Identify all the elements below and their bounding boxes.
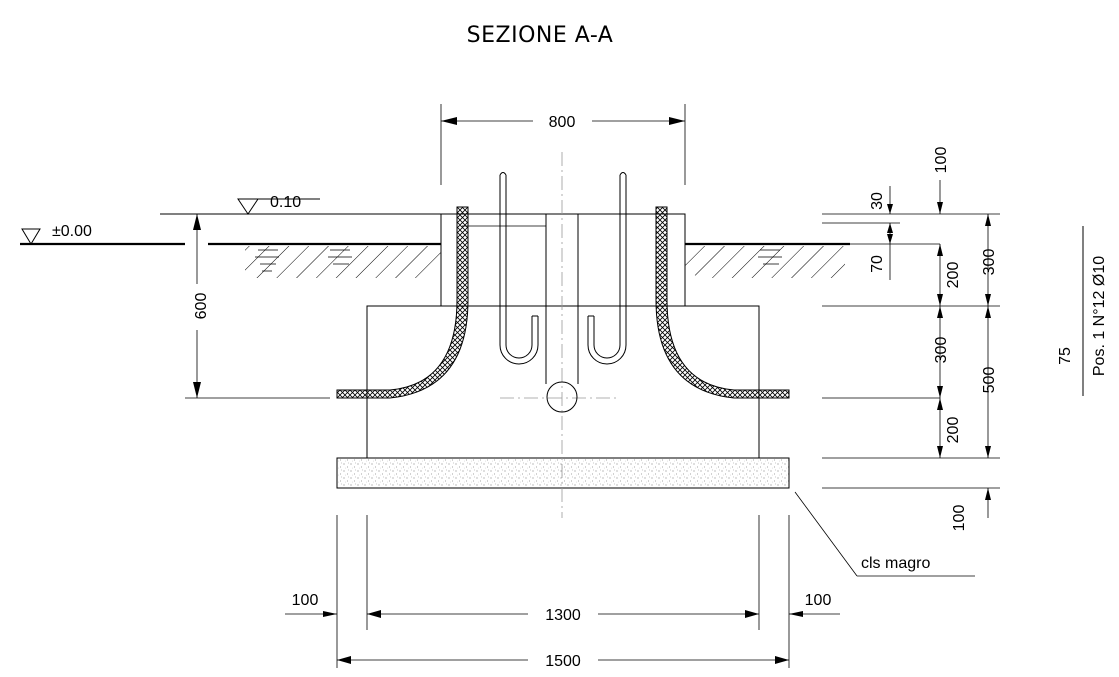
dim-500-label: 500 [981,367,998,394]
level-top: 0.10 [160,194,441,215]
dim-column-middle: 100 200 300 200 [933,147,962,458]
dim-1500-label: 1500 [545,653,581,670]
dim-600-label: 600 [193,293,210,320]
level-top-label: 0.10 [270,194,301,211]
conduit-right [655,206,790,399]
dim-300-middle-label: 300 [933,337,950,364]
anchor-bolt-left [499,172,539,365]
dim-top-800: 800 [440,104,686,185]
dim-1300-label: 1300 [545,607,581,624]
level-ground-label: ±0.00 [52,223,92,240]
dim-100-top-label: 100 [933,147,950,174]
dim-100-right-label: 100 [805,592,832,609]
dim-30-label: 30 [869,192,886,210]
dim-800-label: 800 [549,114,576,131]
dim-100-bottom-label: 100 [951,505,968,532]
conduit-left [336,206,469,399]
dim-left-600: 600 [185,214,330,399]
drawing-title: SEZIONE A-A [467,23,614,48]
soil-hatching [245,246,845,278]
dim-200-upper-label: 200 [945,262,962,289]
right-extension-lines [822,213,1000,489]
concrete-structure [336,213,790,489]
rebar-position-label: Pos. 1 N°12 Ø10 [1091,256,1108,376]
duct-sleeve [462,214,579,413]
dim-bottom: 100 1300 100 1500 [285,515,840,670]
dim-100-left-label: 100 [292,592,319,609]
center-axis [500,152,620,518]
rebar-note: 75 Pos. 1 N°12 Ø10 [1057,226,1108,396]
pedestal [440,213,686,307]
lean-concrete-leader: cls magro [794,491,975,577]
dim-column-right: 300 500 100 [951,214,998,531]
lean-concrete-layer [336,457,790,489]
rebar-count-label: 75 [1057,347,1074,365]
dim-300-upper-label: 300 [981,249,998,276]
anchor-bolt-right [587,172,627,365]
level-ground: ±0.00 [21,223,110,245]
dim-200-lower-label: 200 [945,417,962,444]
dim-30-70: 30 70 [869,186,893,280]
dim-70-label: 70 [869,255,886,273]
lean-concrete-label: cls magro [861,555,930,572]
